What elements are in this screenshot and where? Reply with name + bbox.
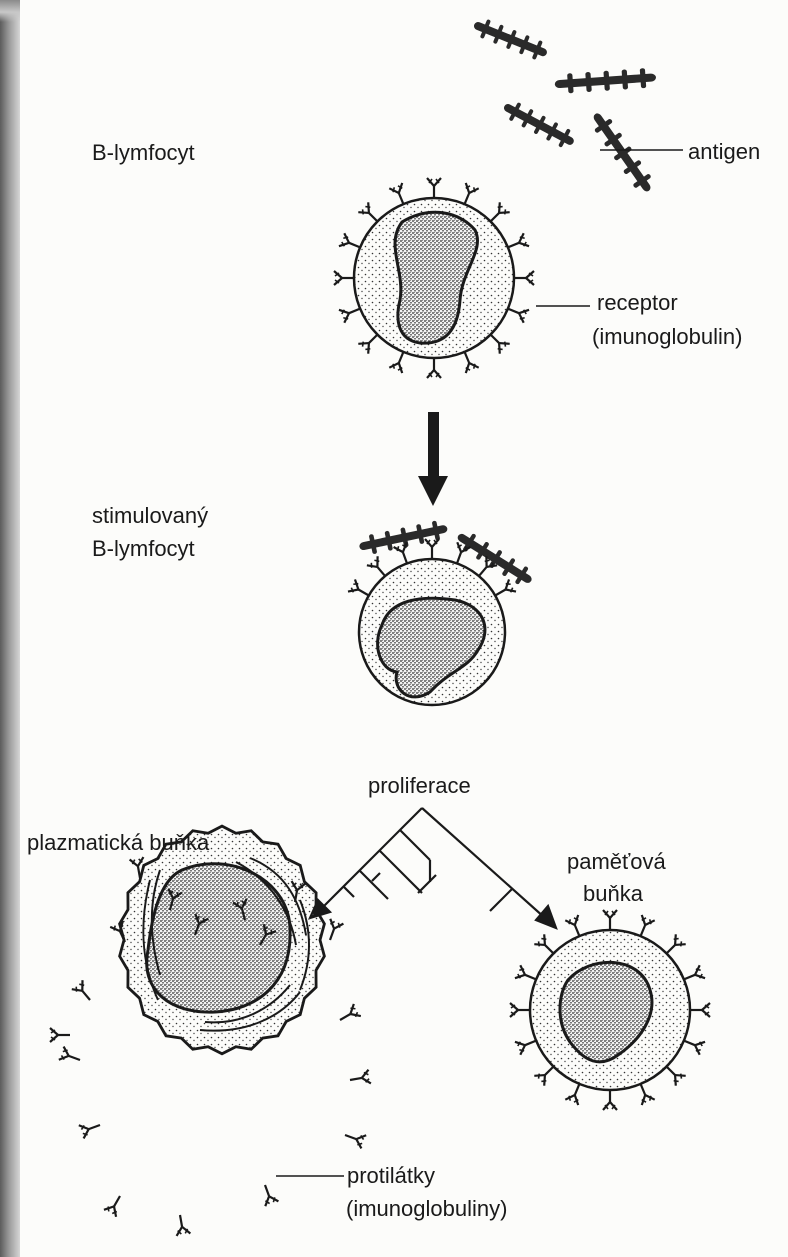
antibody-icon [603,910,617,930]
antibody-icon [323,919,343,943]
plasma-cell-label: plazmatická buňka [27,829,209,857]
stimulated-b-lymphocyte-cell [359,521,532,705]
antibody-icon [334,271,354,285]
antibody-icon [514,271,534,285]
antibody-icon [690,1003,710,1017]
antibody-icon [258,1183,278,1207]
antibody-icon [173,1214,190,1236]
antibody-icon [104,1193,126,1217]
b-lymphocyte-cell [354,198,514,358]
stimulated-label: stimulovaný [92,502,208,530]
memory-cell [530,930,690,1090]
plasma-cell [120,826,325,1054]
receptor-sub-label: (imunoglobulin) [592,323,742,351]
antibody-icon [510,1003,530,1017]
receptor-label: receptor [597,289,678,317]
antibody-icon [50,1028,70,1042]
antibody-icon [337,1004,361,1026]
b-lymphocyte-label: B-lymfocyt [92,139,195,167]
antibody-icon [72,980,96,1004]
antibodies-sub-label: (imunoglobuliny) [346,1195,507,1223]
down-arrow [418,412,448,506]
antibody-icon [349,1070,371,1087]
memory-cell-label: paměťová [567,848,666,876]
stimulated-sub-label: B-lymfocyt [92,535,195,563]
proliferation-label: proliferace [368,772,471,800]
antibody-icon [79,1118,103,1138]
antibody-icon [425,539,439,559]
proliferation-tree [310,808,556,928]
antibody-icon [427,178,441,198]
antibody-icon [603,1090,617,1110]
antigen-label: antigen [688,138,760,166]
antibody-icon [59,1047,83,1067]
antibodies-label: protilátky [347,1162,435,1190]
antibody-icon [343,1128,367,1148]
antigen-molecules [475,19,683,192]
memory-cell-sub-label: buňka [583,880,643,908]
antibody-icon [427,358,441,378]
